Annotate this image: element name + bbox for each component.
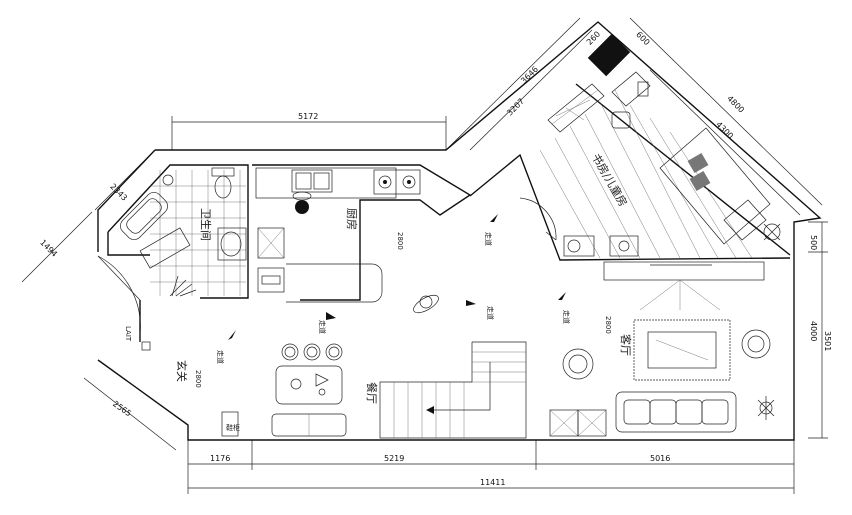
plant-icon <box>169 275 197 297</box>
dim-bottom-left-diag: 2565 <box>111 399 133 418</box>
aisle-label-living: 走道 <box>562 310 571 324</box>
dim-study-outer: 3646 <box>519 65 540 86</box>
dim-bottom-seg2: 5219 <box>384 454 404 463</box>
desk-icon <box>611 71 651 129</box>
arrow-icon <box>466 300 476 306</box>
lamp-icon <box>637 81 649 97</box>
cushion-icon <box>687 152 711 192</box>
aisle-label-kitchen: 走道 <box>484 232 493 246</box>
wardrobe <box>547 83 605 133</box>
aisle-label-dining: 走道 <box>318 320 327 334</box>
dim-top-kitchen: 5172 <box>298 112 318 121</box>
oven-icon <box>257 267 285 293</box>
dim-bathroom-diag1: 2343 <box>108 182 129 203</box>
plant-icon <box>757 396 775 420</box>
person-icon <box>413 294 439 314</box>
dim-right-v-low: 3501 <box>823 331 832 351</box>
dining-table <box>275 365 343 405</box>
room-label-bathroom: 卫生间 <box>199 208 213 241</box>
aisle-label-entrance: 走道 <box>216 350 225 364</box>
storage-box <box>549 409 607 437</box>
dim-right-v-top: 500 <box>809 235 818 250</box>
sofa-icon <box>615 391 737 433</box>
fridge-icon <box>257 227 285 259</box>
entrance-area: LAIT 玄关 走道 鞋柜 <box>97 255 240 437</box>
dim-right-v-mid: 4000 <box>809 321 818 341</box>
person-icon <box>292 191 312 214</box>
dining-area: 餐厅 走道 走道 2800 <box>194 294 527 439</box>
arrow-icon <box>558 292 566 300</box>
shoe-cabinet <box>221 411 239 437</box>
plant-icon <box>763 223 781 241</box>
room-label-dining: 餐厅 <box>365 382 379 404</box>
basin-icon <box>217 227 247 261</box>
bath-mat-icon <box>139 227 191 269</box>
island-counter <box>286 263 383 303</box>
stove-icon <box>373 169 421 195</box>
dimension-lines: 5172 2343 1494 2565 3646 3207 260 600 48… <box>21 17 832 494</box>
kitchen-area: 厨房 2800 走道 <box>252 164 498 303</box>
kitchen-counter-top <box>255 167 397 199</box>
floor-drain-icon <box>162 174 174 186</box>
shoe-cabinet-label: 鞋柜 <box>226 423 240 432</box>
room-label-study: 书房/儿童房 <box>589 151 630 209</box>
dim-bottom-seg1: 1176 <box>210 454 230 463</box>
room-label-kitchen: 厨房 <box>345 208 358 230</box>
door-icon <box>545 231 557 241</box>
arrow-icon <box>326 312 336 320</box>
coffee-table <box>647 331 717 369</box>
bar-stool-icon <box>281 343 343 361</box>
dim-right-inner: 4300 <box>714 120 735 141</box>
armchair-icon <box>562 348 594 380</box>
arrow-icon <box>228 330 236 340</box>
dim-corner-small-a: 260 <box>585 30 602 47</box>
aisle-label-hall: 走道 <box>486 306 495 320</box>
toilet-icon <box>211 167 235 199</box>
dim-right-outer: 4800 <box>725 94 746 115</box>
dim-bottom-seg3: 5016 <box>650 454 670 463</box>
bathroom-area: 卫生间 <box>107 164 249 299</box>
structural-column <box>587 33 631 77</box>
dim-corner-small-b: 600 <box>634 30 651 47</box>
dim-bottom-total: 11411 <box>480 478 505 487</box>
room-label-living: 客厅 <box>619 334 633 356</box>
tv-view-lines <box>639 279 721 311</box>
staircase <box>379 341 527 439</box>
cabinet-icon <box>609 235 639 257</box>
tv-cabinet <box>603 261 765 281</box>
living-area: 客厅 2800 走道 <box>549 261 775 437</box>
ceiling-height-kitchen: 2800 <box>396 232 404 250</box>
outer-walls <box>97 21 822 441</box>
arrow-icon <box>490 214 498 222</box>
armchair-icon <box>741 329 771 359</box>
bed-icon <box>659 127 771 245</box>
chair-icon <box>611 111 631 129</box>
sink-icon <box>291 169 333 193</box>
cabinet-icon <box>563 235 595 257</box>
dim-study-inner: 3207 <box>505 97 526 118</box>
bathtub-icon <box>120 192 168 240</box>
room-label-entrance-en: LAIT <box>124 326 132 342</box>
ceiling-height-living: 2800 <box>604 316 612 334</box>
room-label-entrance: 玄关 <box>175 360 189 382</box>
rug <box>633 319 731 381</box>
ceiling-height-entrance: 2800 <box>194 370 202 388</box>
switch-icon <box>141 341 151 351</box>
